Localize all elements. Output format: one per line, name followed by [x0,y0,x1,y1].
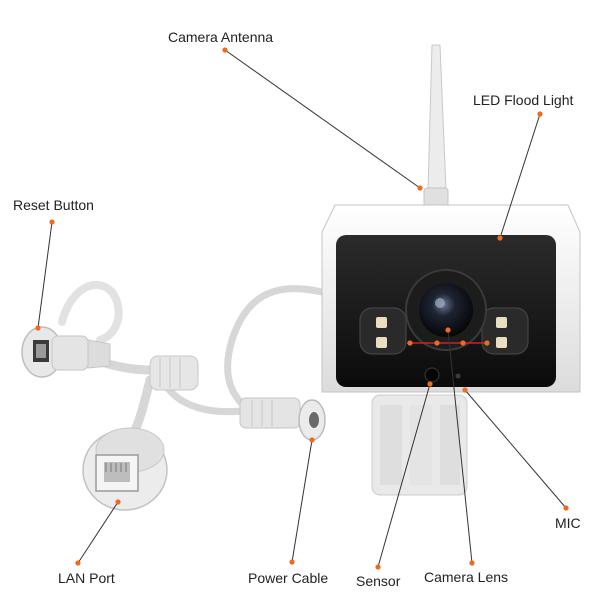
leader-dots [35,47,569,570]
dot-sensor-target [427,381,433,387]
leader-mic [464,389,567,509]
leader-led-flood-light [499,113,541,239]
power-cable-wire [224,285,326,414]
camera-housing [321,204,581,393]
dot-led-label [537,111,543,117]
dot-mic-target [462,387,468,393]
camera-mount [371,394,468,496]
lan-cable-wire [130,375,155,435]
dot-reset-target [35,325,41,331]
label-lan-port: LAN Port [58,570,115,586]
dot-lan-label [75,560,81,566]
label-sensor: Sensor [356,573,401,589]
dot-light-mid1 [434,340,440,346]
leader-camera-lens [447,329,473,564]
leader-reset-button [37,221,53,329]
dot-light-mid2 [460,340,466,346]
dot-reset-label [49,219,55,225]
leader-power-cable [291,439,313,563]
cable-sleeve-upper [149,355,199,391]
dot-lens-target [445,327,451,333]
leader-camera-antenna [224,49,421,189]
dot-light-left [407,340,413,346]
leader-lan-port [77,501,119,564]
antenna [423,44,449,211]
lan-port-connector [82,427,168,511]
reset-loop-wire [58,280,123,344]
label-power-cable: Power Cable [248,570,329,586]
label-mic: MIC [555,515,581,531]
dot-power-label [289,559,295,565]
dot-lens-label [469,560,475,566]
label-camera-antenna: Camera Antenna [168,29,274,45]
reset-connector [21,326,111,378]
dot-sensor-label [375,564,381,570]
dot-camera-antenna-label [222,47,228,53]
dot-light-right [484,340,490,346]
label-camera-lens: Camera Lens [424,569,509,585]
label-led-flood-light: LED Flood Light [473,92,574,108]
power-connector [239,397,326,441]
dot-power-target [309,437,315,443]
dot-camera-antenna-target [417,185,423,191]
dot-led-target [497,235,503,241]
leader-lines [37,49,567,568]
dot-mic-label [563,505,569,511]
label-reset-button: Reset Button [13,197,94,213]
leader-sensor [377,383,431,568]
dot-lan-target [115,499,121,505]
